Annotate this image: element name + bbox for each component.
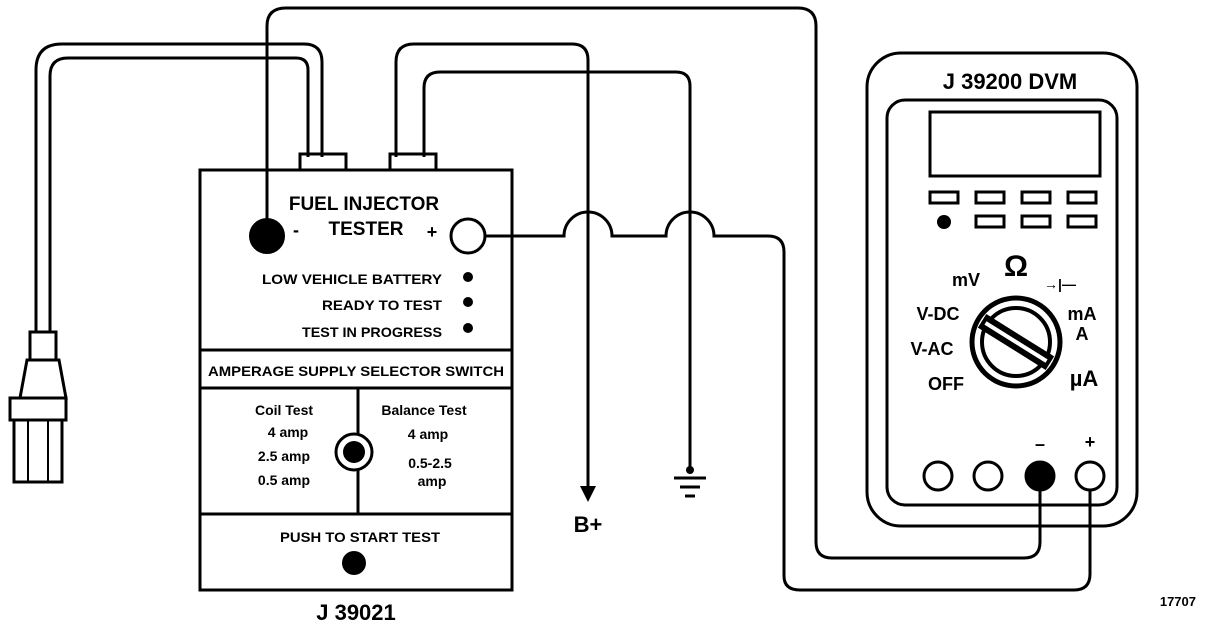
dvm-negative-jack[interactable] — [1024, 460, 1056, 492]
negative-lead-wire — [265, 6, 1042, 560]
tester-title-line1: FUEL INJECTOR — [289, 194, 440, 215]
dvm-button[interactable] — [1066, 190, 1098, 205]
tester-pos-sign: + — [427, 222, 438, 242]
balance-test-title: Balance Test — [381, 402, 467, 418]
dvm-button[interactable] — [974, 214, 1006, 229]
injector-harness-wire-inner — [48, 56, 310, 332]
injector-connector — [8, 330, 68, 484]
dial-label-diode: →|— — [1044, 276, 1076, 292]
injector-harness-wire — [34, 42, 324, 332]
dial-label-off: OFF — [928, 374, 964, 394]
dvm-button[interactable] — [974, 190, 1006, 205]
tester-output-harness-inner — [422, 70, 692, 468]
dvm-positive-jack[interactable] — [1074, 460, 1106, 492]
dial-label-vdc: V-DC — [916, 304, 959, 324]
selector-header: AMPERAGE SUPPLY SELECTOR SWITCH — [208, 363, 504, 379]
coil-test-option-1: 4 amp — [268, 424, 308, 440]
ground-symbol — [674, 466, 706, 498]
coil-test-title: Coil Test — [255, 402, 313, 418]
tester-negative-jack[interactable] — [249, 218, 285, 254]
indicator-low-battery-label: LOW VEHICLE BATTERY — [262, 271, 443, 287]
tester-body — [198, 168, 514, 592]
dvm-button[interactable] — [1020, 214, 1052, 229]
dvm-rotary-dial[interactable] — [969, 295, 1063, 389]
dvm-pos-label: + — [1085, 432, 1096, 452]
dvm-body — [865, 51, 1139, 528]
coil-test-option-3: 0.5 amp — [258, 472, 310, 488]
dial-label-ua: µA — [1070, 366, 1099, 391]
dvm-jack[interactable] — [922, 460, 954, 492]
balance-test-option-1: 4 amp — [408, 426, 448, 442]
tester-positive-jack[interactable] — [449, 217, 487, 255]
dial-label-ohm: Ω — [1004, 250, 1028, 283]
indicator-in-progress-led — [463, 323, 473, 333]
balance-test-option-2: 0.5-2.5 — [408, 455, 452, 471]
digital-voltmeter: J 39200 DVM mV Ω →|— V-DC V-AC OFF mA A … — [865, 51, 1139, 528]
dvm-buttons — [928, 190, 1098, 229]
indicator-ready-led — [463, 297, 473, 307]
dvm-button[interactable] — [1066, 214, 1098, 229]
positive-lead-wire — [486, 210, 1092, 592]
dvm-neg-label: – — [1035, 434, 1045, 454]
dvm-jack[interactable] — [972, 460, 1004, 492]
balance-test-option-3: amp — [418, 473, 447, 489]
indicator-ready-label: READY TO TEST — [322, 297, 442, 313]
dvm-button[interactable] — [928, 190, 960, 205]
figure-number: 17707 — [1160, 594, 1196, 609]
tester-neg-sign: - — [293, 220, 299, 240]
amperage-selector-knob[interactable] — [334, 432, 374, 472]
dial-label-a: A — [1076, 324, 1089, 344]
dvm-power-button[interactable] — [937, 215, 951, 229]
battery-arrow — [580, 486, 596, 502]
fuel-injector-tester: FUEL INJECTOR TESTER - + LOW VEHICLE BAT… — [198, 152, 514, 625]
battery-positive-label: B+ — [574, 512, 603, 537]
push-to-start-label: PUSH TO START TEST — [280, 529, 440, 545]
dial-label-mv: mV — [952, 270, 980, 290]
indicator-in-progress-label: TEST IN PROGRESS — [302, 324, 442, 340]
dvm-title: J 39200 DVM — [943, 69, 1078, 94]
tester-model-label: J 39021 — [316, 600, 396, 625]
push-to-start-button[interactable] — [342, 551, 366, 575]
dvm-bezel — [885, 98, 1119, 507]
indicator-low-battery-led — [463, 272, 473, 282]
wires — [34, 6, 1092, 592]
tester-title-line2: TESTER — [329, 219, 404, 240]
dial-label-vac: V-AC — [910, 339, 953, 359]
dial-label-ma: mA — [1067, 304, 1096, 324]
tester-output-harness — [394, 42, 590, 488]
dvm-button[interactable] — [1020, 190, 1052, 205]
dvm-display — [928, 110, 1102, 178]
coil-test-option-2: 2.5 amp — [258, 448, 310, 464]
